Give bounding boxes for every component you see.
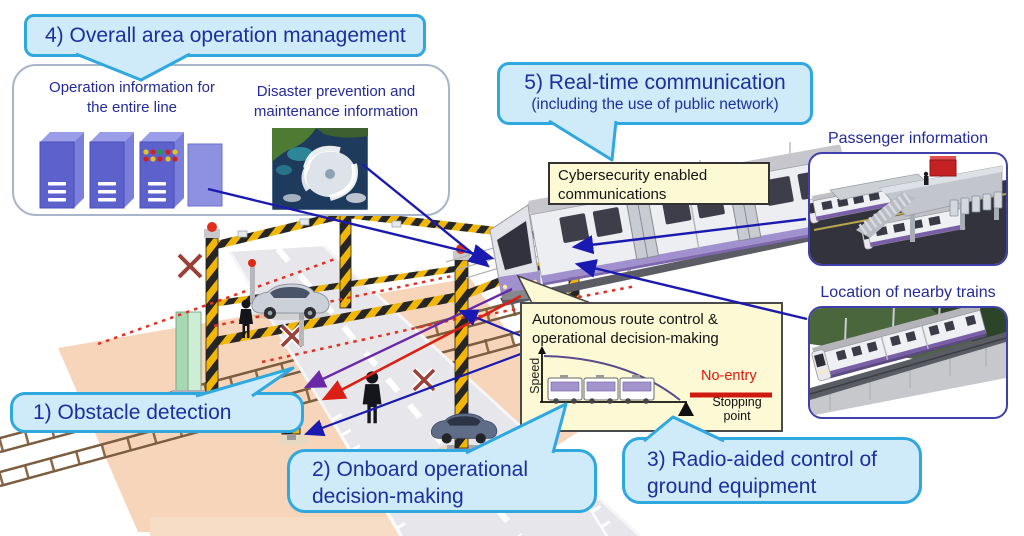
stopping-point-marker <box>678 401 694 416</box>
location-of-trains-label: Location of nearby trains <box>820 284 996 301</box>
server-racks-icon <box>39 132 223 209</box>
server-cabinet <box>139 132 184 209</box>
stopping-point-label: Stopping point <box>712 395 762 424</box>
route-lines <box>303 287 535 437</box>
callout-onboard-decision: 2) Onboard operational decision-making <box>287 449 597 513</box>
callout-overall-management: 4) Overall area operation management <box>24 14 426 57</box>
braking-curve-chart <box>538 346 772 416</box>
passenger-information-image <box>808 152 1008 266</box>
train-glyph <box>547 375 655 404</box>
person-figure <box>923 171 929 185</box>
callout-realtime-communication: 5) Real-time communication (including th… <box>497 62 813 125</box>
cybersecurity-note: Cybersecurity enabled communications <box>548 162 770 205</box>
running-train <box>811 308 987 382</box>
crossbuck-signs <box>176 252 437 393</box>
disaster-info-label: Disaster prevention and maintenance info… <box>253 83 419 120</box>
callout-radio-control: 3) Radio-aided control of ground equipme… <box>622 437 922 504</box>
ticket-gates <box>949 191 1003 217</box>
elevated-train-image <box>810 308 1006 416</box>
autonomous-note-text: Autonomous route control & operational d… <box>532 311 719 347</box>
train-nose <box>489 204 543 300</box>
car <box>430 413 498 444</box>
pedestrian <box>362 371 382 424</box>
passenger-information-label: Passenger information <box>827 130 989 147</box>
callout-realtime-subtitle: (including the use of public network) <box>531 95 779 113</box>
server-cabinet <box>39 132 84 209</box>
operation-info-label: Operation information for the entire lin… <box>49 79 215 116</box>
car <box>250 283 330 320</box>
no-entry-label: No-entry <box>701 368 757 384</box>
status-leds <box>143 149 178 162</box>
callout-obstacle-detection: 1) Obstacle detection <box>10 392 304 433</box>
hurricane-satellite-image <box>272 128 368 210</box>
nearby-trains-image <box>808 306 1008 419</box>
pedestrian <box>239 299 253 338</box>
operation-management-panel: Operation information for the entire lin… <box>12 64 450 216</box>
autonomous-control-note: Autonomous route control & operational d… <box>520 302 783 432</box>
station-image <box>810 156 1006 264</box>
server-cabinet <box>89 132 134 209</box>
callout-realtime-title: 5) Real-time communication <box>524 71 786 94</box>
